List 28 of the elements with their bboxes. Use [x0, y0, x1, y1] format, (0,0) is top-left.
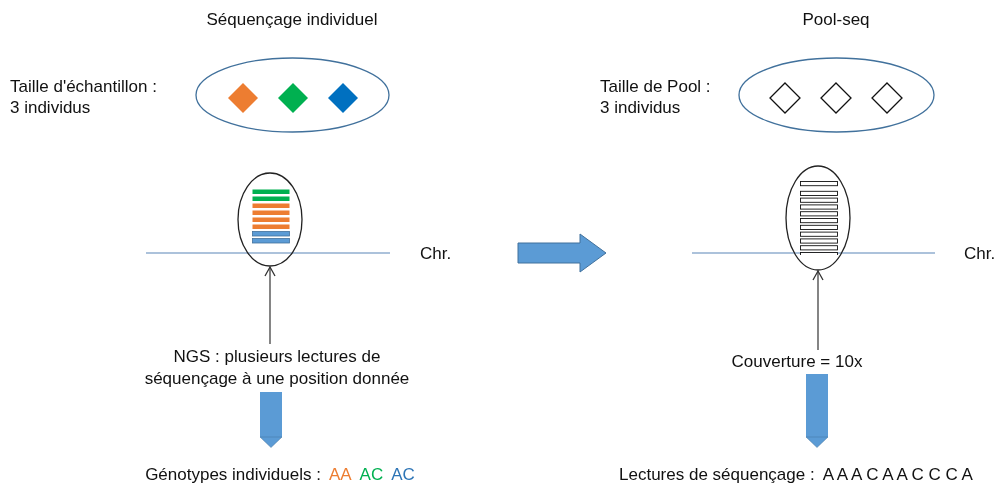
block-arrow — [259, 392, 283, 448]
population-ellipse — [738, 57, 935, 133]
sequence-value: A A A C A A C C C A — [822, 464, 973, 486]
description-text: Couverture = 10x — [731, 351, 863, 373]
sample-size-text: Taille de Pool : 3 individus — [600, 76, 712, 118]
description-text: NGS : plusieurs lectures de séquençage à une position donnée — [143, 346, 411, 390]
reads-ellipse — [785, 165, 851, 271]
individual-diamond — [871, 82, 903, 114]
chromosome-label: Chr. — [420, 244, 452, 264]
individual-diamond — [327, 82, 359, 114]
individual-diamond — [277, 82, 309, 114]
block-arrow — [805, 374, 829, 448]
description-text: Génotypes individuels : — [145, 464, 321, 486]
description-text: Lectures de séquençage : — [619, 464, 815, 486]
section-heading: Pool-seq — [802, 10, 870, 30]
reads-ellipse — [237, 172, 303, 267]
sequence-value: AC — [391, 464, 415, 486]
individual-diamond — [227, 82, 259, 114]
sequence-value: AC — [359, 464, 384, 486]
arrow — [812, 270, 824, 351]
section-heading: Séquençage individuel — [206, 10, 378, 30]
chromosome-label: Chr. — [964, 244, 996, 264]
sample-size-text: Taille d'échantillon : 3 individus — [10, 76, 158, 118]
individual-diamond — [769, 82, 801, 114]
population-ellipse — [195, 57, 390, 133]
arrow — [264, 266, 276, 345]
sequence-value: AA — [328, 464, 352, 486]
individual-diamond — [820, 82, 852, 114]
